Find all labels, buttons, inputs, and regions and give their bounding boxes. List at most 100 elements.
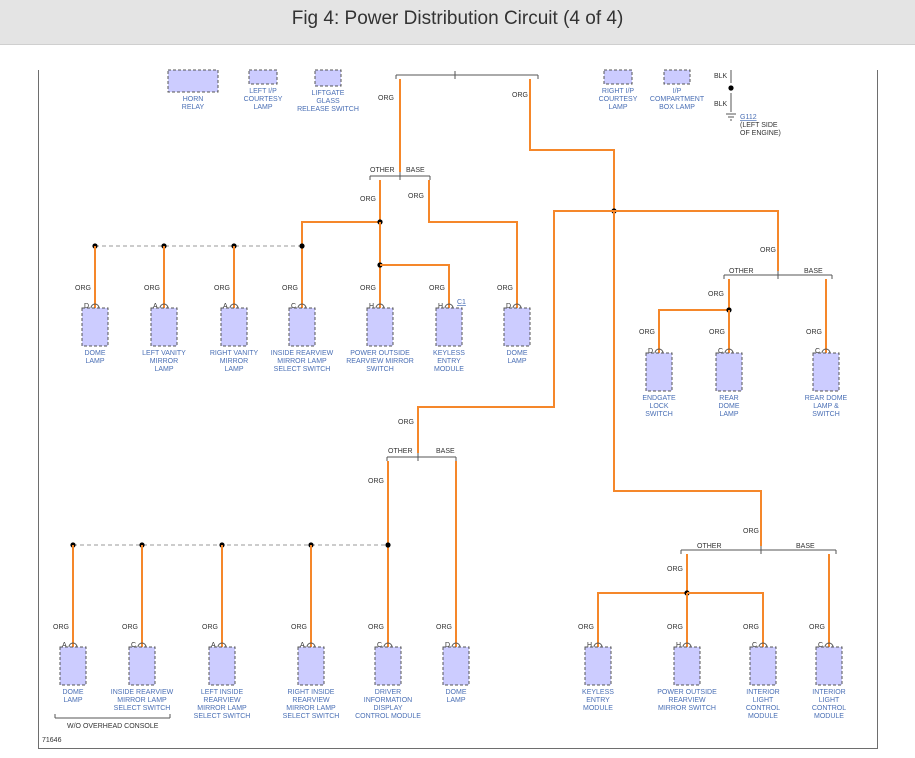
wire-org [380,264,450,308]
wire-color-label: ORG [408,193,424,200]
option-other-label: OTHER [370,167,395,174]
connector-symbol [68,642,78,648]
component-label: MIRROR LAMP [117,697,167,704]
component-box [812,352,840,392]
component-box [442,646,470,686]
pin-label: A [300,642,305,649]
component-label: DOME [446,689,467,696]
wire-org [597,554,688,647]
wire-color-label: ORG [360,196,376,203]
wire-color-label: ORG [53,624,69,631]
component-label: LIGHT [819,697,840,704]
component-label: KEYLESS [582,689,614,696]
ground-wire-color: BLK [714,101,728,108]
wire-org [614,210,779,271]
pin-label: A [153,303,158,310]
component-label: LAMP [507,358,526,365]
component-box [150,307,178,347]
component-box [248,69,278,85]
component-label: CONTROL MODULE [355,713,421,720]
component-label: RELEASE SWITCH [297,106,359,113]
pin-label: C [131,642,136,649]
ground-id-link: G112 [740,114,757,121]
pin-label: C [718,348,723,355]
component-box [673,646,701,686]
component-label: REARVIEW [292,697,330,704]
figure-title: Fig 4: Power Distribution Circuit (4 of … [291,8,624,29]
option-base-label: BASE [804,268,823,275]
component-label: SELECT SWITCH [114,705,171,712]
connector-symbol [758,642,768,648]
wire-color-label: ORG [291,624,307,631]
wire-color-label: ORG [378,95,394,102]
component-label: COURTESY [244,96,283,103]
component-label: DOME [719,403,740,410]
pin-label: H [587,642,592,649]
component-label: HORN [183,96,204,103]
component-label: MIRROR LAMP [197,705,247,712]
component-label: CONTROL [746,705,780,712]
component-label: INTERIOR [812,689,845,696]
wire-org [687,592,764,647]
pin-label: D [506,303,511,310]
wire-color-label: ORG [667,566,683,573]
component-label: COURTESY [599,96,638,103]
component-label: ENDGATE [642,395,676,402]
component-label: BOX LAMP [659,104,695,111]
connector-symbol [159,303,169,309]
component-label: LAMP [224,366,243,373]
wire-org [529,79,615,211]
component-label: RIGHT I/P [602,88,634,95]
component-label: LAMP [446,697,465,704]
wire-org [658,279,730,353]
component-label: MIRROR SWITCH [658,705,716,712]
component-label: LAMP [608,104,627,111]
component-label: ENTRY [437,358,461,365]
component-label: DOME [507,350,528,357]
pin-label: D [84,303,89,310]
component-label: LAMP [253,104,272,111]
component-box [366,307,394,347]
component-label: SELECT SWITCH [274,366,331,373]
component-label: LEFT INSIDE [201,689,244,696]
wire-org [613,211,762,546]
component-box [663,69,691,85]
connector-symbol [682,642,692,648]
wire-color-label: ORG [429,285,445,292]
component-label: MIRROR [150,358,178,365]
component-label: SWITCH [812,411,840,418]
component-label: LEFT I/P [249,88,277,95]
component-box [749,646,777,686]
wire-color-label: ORG [368,624,384,631]
pin-label: D [445,642,450,649]
component-box [645,352,673,392]
component-label: RIGHT INSIDE [288,689,335,696]
component-label: COMPARTMENT [650,96,705,103]
component-box [167,69,219,93]
wire-org [301,180,381,308]
option-other-label: OTHER [697,543,722,550]
component-label: RELAY [182,104,205,111]
component-label: LEFT VANITY [142,350,186,357]
wire-color-label: ORG [436,624,452,631]
wire-color-label: ORG [202,624,218,631]
connector-symbol [137,642,147,648]
option-other-label: OTHER [388,448,413,455]
wire-org [417,210,614,453]
pin-label: H [676,642,681,649]
connector-symbol [217,642,227,648]
component-label: SWITCH [645,411,673,418]
component-label: INFORMATION [364,697,412,704]
figure-number: 71646 [42,737,62,744]
connector-symbol [593,642,603,648]
wire-color-label: ORG [75,285,91,292]
component-label: KEYLESS [433,350,465,357]
connector-symbol [724,348,734,354]
component-label: POWER OUTSIDE [350,350,410,357]
component-label: LOCK [649,403,668,410]
component-box [128,646,156,686]
component-label: MIRROR LAMP [277,358,327,365]
splice-dot [299,243,305,249]
ground-note: OF ENGINE) [740,130,781,137]
